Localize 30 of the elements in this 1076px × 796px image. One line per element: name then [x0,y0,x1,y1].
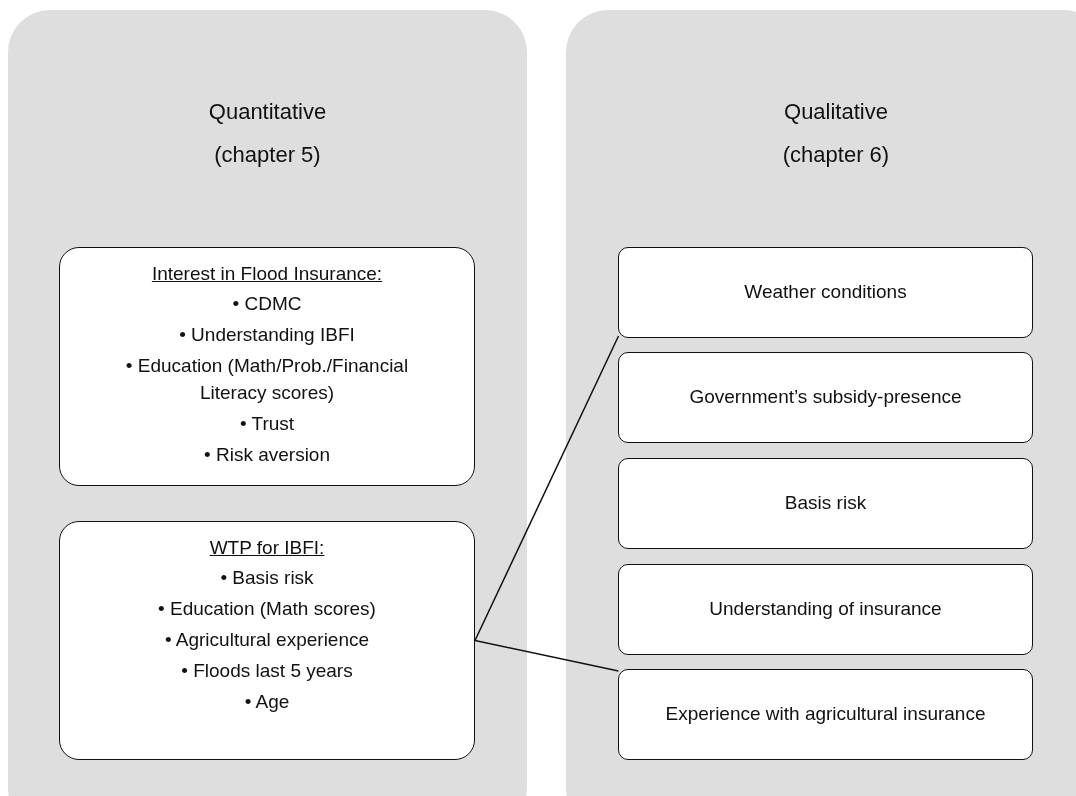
factor-box [618,458,1033,549]
column-heading: Quantitative (chapter 5) [207,98,328,169]
factor-label: Basis risk [784,491,867,516]
factor-box [618,669,1033,760]
factor-box [618,247,1033,338]
column-heading: Qualitative (chapter 6) [781,98,891,169]
bullet-item: • Trust [239,412,295,436]
bullet-item: • Agricultural experience [164,628,370,652]
column-panel [8,10,527,796]
card-heading: WTP for IBFI: [209,536,325,560]
bullet-item: • CDMC [232,292,302,316]
bullet-item: • Basis risk [220,566,314,590]
bullet-item: • Risk aversion [204,443,330,467]
factor-card [59,247,475,486]
bullet-item: • Education (Math/Prob./Financial Literacy scores) [124,354,410,405]
bullet-item: • Age [244,690,290,714]
bullet-item: • Floods last 5 years [181,659,353,683]
factor-label: Experience with agricultural insurance [665,702,986,727]
connector-line [474,335,620,642]
factor-box [618,564,1033,655]
connector-line [474,639,620,672]
factor-card [59,521,475,760]
factor-box [618,352,1033,443]
factor-label: Weather conditions [744,280,907,305]
column-panel [566,10,1076,796]
bullet-item: • Understanding IBFI [179,323,355,347]
bullet-item: • Education (Math scores) [158,597,376,621]
factor-label: Government’s subsidy-presence [689,385,962,410]
card-heading: Interest in Flood Insurance: [151,262,383,286]
factor-label: Understanding of insurance [709,597,942,622]
